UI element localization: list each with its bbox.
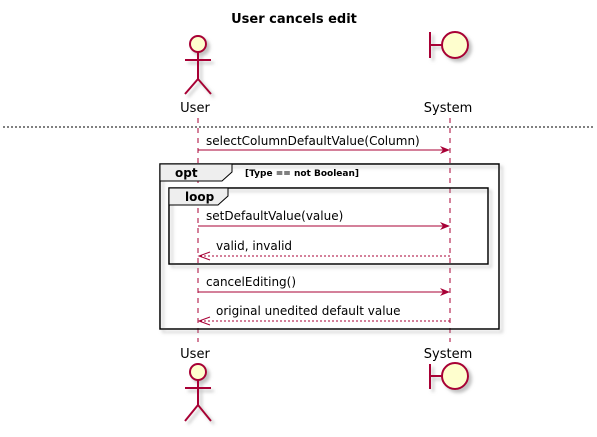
- user-actor-icon-bottom: [184, 363, 212, 422]
- opt-fragment-label: opt: [175, 166, 198, 180]
- opt-fragment-tag-box: [159, 163, 233, 182]
- system-label-bottom: System: [424, 347, 472, 362]
- user-label-bottom: User: [180, 347, 210, 362]
- loop-fragment: [168, 187, 489, 265]
- message-arrow-5: [197, 316, 450, 326]
- opt-fragment: [159, 163, 500, 330]
- user-actor-icon-top: [184, 35, 212, 95]
- loop-fragment-label: loop: [185, 190, 215, 204]
- message-cancel-editing: cancelEditing(): [206, 275, 296, 289]
- message-original-unedited-default-value: original unedited default value: [216, 304, 401, 318]
- system-label-top: System: [424, 101, 472, 116]
- opt-fragment-guard: [Type == not Boolean]: [245, 169, 359, 179]
- message-arrow-4: [198, 288, 450, 296]
- system-boundary-icon-top: [429, 31, 469, 59]
- message-select-column-default-value: selectColumnDefaultValue(Column): [206, 134, 420, 148]
- message-set-default-value: setDefaultValue(value): [206, 209, 343, 223]
- message-valid-invalid: valid, invalid: [216, 239, 292, 253]
- loop-fragment-tag-box: [168, 187, 229, 206]
- message-arrow-1: [198, 146, 450, 154]
- user-label-top: User: [180, 101, 210, 116]
- message-arrow-2: [198, 222, 450, 230]
- diagram-title: User cancels edit: [231, 12, 357, 27]
- system-boundary-icon-bottom: [429, 362, 469, 390]
- message-arrow-3: [197, 251, 450, 261]
